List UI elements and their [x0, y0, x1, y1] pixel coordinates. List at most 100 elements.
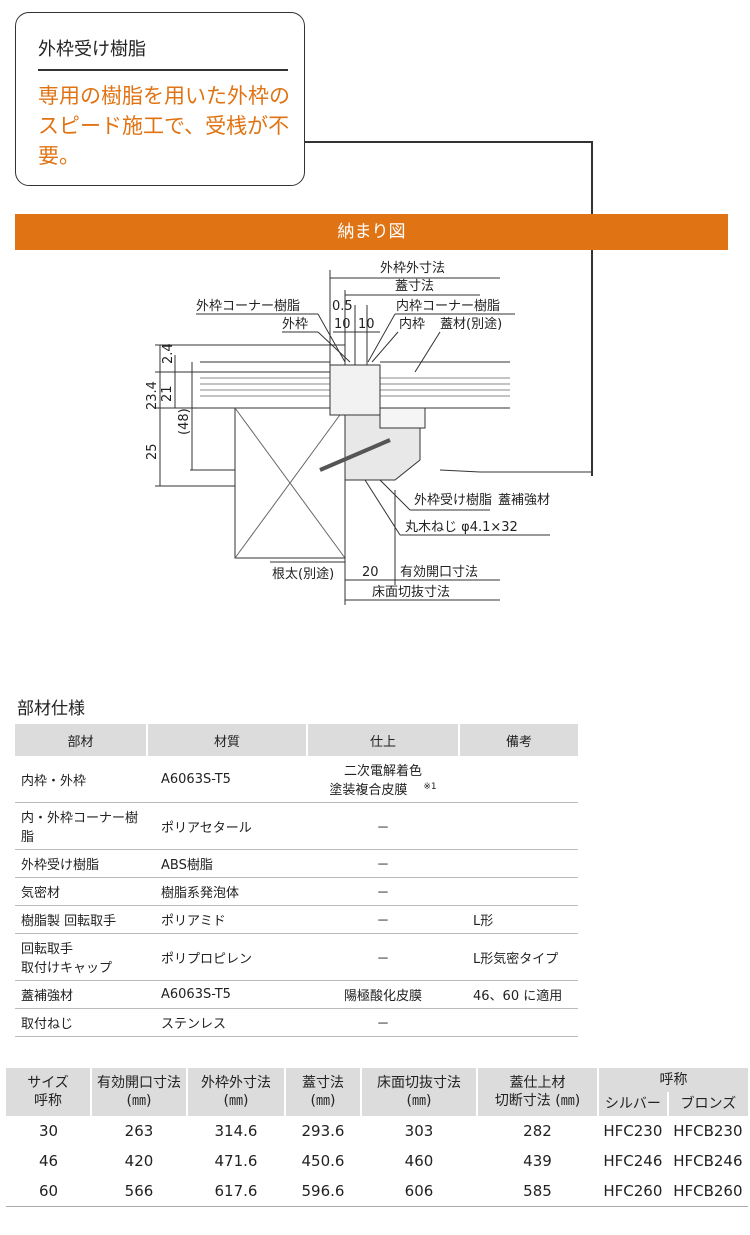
- callout-body: 専用の樹脂を用いた外枠のスピード施工で、受桟が不要。: [38, 84, 290, 168]
- label-screw: 丸木ねじ φ4.1×32: [405, 520, 518, 535]
- label-10-left: 10: [334, 317, 351, 332]
- label-48: (48): [177, 408, 192, 435]
- spec-cell: 回転取手 取付けキャップ: [15, 933, 147, 981]
- label-outer-corner-resin: 外枠コーナー樹脂: [196, 299, 300, 314]
- spec-header: 部材: [15, 724, 148, 756]
- spec-cell: [459, 802, 578, 850]
- spec-cell: 蓋補強材: [15, 980, 147, 1009]
- label-25: 25: [145, 443, 160, 460]
- label-joist: 根太(別途): [272, 566, 334, 582]
- spec-cell: ステンレス: [147, 1008, 307, 1037]
- size-cell: 460: [404, 1152, 434, 1170]
- spec-note: ※1: [423, 781, 437, 792]
- size-cell: HFCB230: [673, 1122, 743, 1140]
- size-cell: HFCB260: [667, 1176, 748, 1207]
- size-cell: 303: [404, 1122, 434, 1140]
- spec-cell: 樹脂製 回転取手: [15, 905, 147, 934]
- spec-row: 内・外枠コーナー樹脂ポリアセタール－: [15, 802, 578, 850]
- label-2-4: 2.4: [161, 343, 176, 364]
- size-cell: 46: [38, 1152, 59, 1170]
- size-cell: 585: [477, 1176, 598, 1207]
- size-cell: 293.6: [301, 1122, 345, 1140]
- size-cell: 263: [124, 1122, 154, 1140]
- spec-cell: [459, 849, 578, 878]
- size-cell: 471.6: [214, 1152, 258, 1170]
- spec-cell: ポリアセタール: [147, 802, 307, 850]
- spec-cell: [459, 756, 578, 803]
- size-cell: 596.6: [285, 1176, 361, 1207]
- spec-cell: 陽極酸化皮膜: [307, 980, 459, 1009]
- size-cell: 314.6: [214, 1122, 258, 1140]
- spec-cell: L形: [459, 905, 578, 934]
- size-header: 蓋寸法 (㎜): [285, 1068, 362, 1116]
- size-cell: 617.6: [187, 1176, 285, 1207]
- spec-cell: ポリプロピレン: [147, 933, 307, 981]
- size-row: 30 263 314.6 293.6 303 282 HFC230 HFCB230: [6, 1116, 748, 1146]
- spec-cell: －: [307, 933, 459, 981]
- spec-cell: 外枠受け樹脂: [15, 849, 147, 878]
- size-cell: 450.6: [301, 1152, 345, 1170]
- size-header-silver: シルバー: [598, 1092, 669, 1116]
- spec-cell: －: [307, 905, 459, 934]
- size-cell: 439: [523, 1152, 552, 1170]
- spec-cell: 二次電解着色 塗装複合皮膜※1: [307, 756, 459, 803]
- label-inner-corner-resin: 内枠コーナー樹脂: [396, 298, 500, 314]
- spec-cell: [459, 877, 578, 906]
- spec-row: 回転取手 取付けキャップポリプロピレン－L形気密タイプ: [15, 933, 578, 981]
- spec-cell: L形気密タイプ: [459, 933, 578, 981]
- label-21: 21: [160, 385, 175, 402]
- feature-callout: 外枠受け樹脂 専用の樹脂を用いた外枠のスピード施工で、受桟が不要。: [15, 12, 305, 186]
- size-cell: 282: [523, 1122, 552, 1140]
- spec-header: 仕上: [307, 724, 460, 756]
- label-outer-frame-dim: 外枠外寸法: [380, 261, 445, 276]
- spec-cell: ABS樹脂: [147, 849, 307, 878]
- spec-header: 材質: [147, 724, 308, 756]
- size-header: 有効開口寸法 (㎜): [91, 1068, 188, 1116]
- label-20: 20: [362, 565, 379, 580]
- section-title-bar: 納まり図: [15, 214, 728, 250]
- size-header: 床面切抜寸法 (㎜): [361, 1068, 478, 1116]
- label-outer-support-resin: 外枠受け樹脂: [414, 493, 492, 508]
- installation-drawing: 外枠外寸法 蓋寸法 0.5 外枠コーナー樹脂 内枠コーナー樹脂 外枠 10 10…: [145, 261, 592, 605]
- size-cell: 30: [38, 1122, 59, 1140]
- spec-cell: A6063S-T5: [147, 980, 307, 1009]
- label-23-4: 23.4: [145, 381, 160, 410]
- size-cell: 60: [6, 1176, 91, 1207]
- spec-cell: 樹脂系発泡体: [147, 877, 307, 906]
- size-header: サイズ 呼称: [6, 1068, 92, 1116]
- callout-connector-vertical: [591, 141, 593, 476]
- size-cell: HFC260: [598, 1176, 668, 1207]
- spec-cell: 取付ねじ: [15, 1008, 147, 1037]
- size-cell: 606: [361, 1176, 477, 1207]
- size-header: 蓋仕上材 切断寸法 (㎜): [477, 1068, 599, 1116]
- size-cell: 566: [91, 1176, 187, 1207]
- spec-cell: 46、60 に適用: [459, 980, 578, 1009]
- size-cell: HFCB246: [673, 1152, 743, 1170]
- label-opening-dim: 有効開口寸法: [400, 565, 478, 580]
- label-lid-dim: 蓋寸法: [395, 279, 434, 294]
- spec-row: 樹脂製 回転取手ポリアミド－L形: [15, 905, 578, 934]
- spec-cell: 内枠・外枠: [15, 756, 147, 803]
- label-0-5: 0.5: [332, 299, 353, 314]
- spec-row: 取付ねじステンレス－: [15, 1008, 578, 1037]
- spec-cell: 内・外枠コーナー樹脂: [15, 802, 147, 850]
- size-header: 外枠外寸法 (㎜): [187, 1068, 286, 1116]
- size-row: 46 420 471.6 450.6 460 439 HFC246 HFCB246: [6, 1146, 748, 1176]
- label-floor-cut-dim: 床面切抜寸法: [372, 584, 450, 600]
- spec-cell: －: [307, 849, 459, 878]
- spec-cell: －: [307, 877, 459, 906]
- spec-title: 部材仕様: [17, 699, 85, 719]
- callout-divider: [38, 69, 288, 71]
- size-header-bronze: ブロンズ: [667, 1092, 748, 1116]
- spec-cell: －: [307, 1008, 459, 1037]
- size-cell: 420: [124, 1152, 154, 1170]
- callout-title: 外枠受け樹脂: [38, 39, 146, 60]
- size-cell: HFC246: [603, 1152, 663, 1170]
- spec-cell: A6063S-T5: [147, 756, 307, 803]
- spec-cell: [459, 1008, 578, 1037]
- size-cell: HFC230: [603, 1122, 663, 1140]
